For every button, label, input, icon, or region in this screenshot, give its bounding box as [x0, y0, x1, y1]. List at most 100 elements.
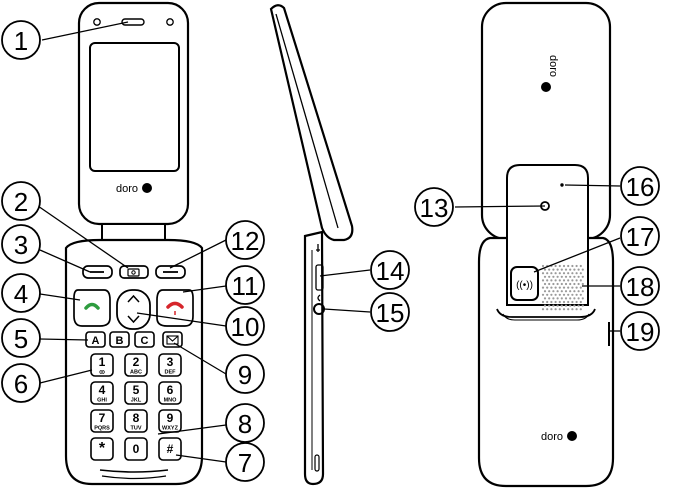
grille-hole	[576, 272, 578, 274]
callout-11: 11	[226, 266, 264, 304]
callout-17: 17	[621, 217, 659, 255]
grille-hole	[563, 279, 565, 281]
grille-hole	[567, 279, 569, 281]
grille-hole	[559, 272, 561, 274]
grille-hole	[550, 294, 552, 296]
grille-hole	[573, 305, 575, 307]
grille-hole	[542, 279, 544, 281]
grille-hole	[571, 279, 573, 281]
letter-keys: ABC	[86, 332, 154, 347]
grille-hole	[563, 308, 565, 310]
grille-hole	[552, 305, 554, 307]
grille-hole	[559, 294, 561, 296]
grille-hole	[582, 305, 584, 307]
grille-hole	[571, 287, 573, 289]
grille-hole	[550, 279, 552, 281]
callout-15: 15	[371, 293, 409, 331]
grille-hole	[546, 272, 548, 274]
keypad-letters: DEF	[165, 370, 177, 376]
grille-hole	[573, 283, 575, 285]
grille-hole	[555, 294, 557, 296]
grille-hole	[542, 294, 544, 296]
grille-hole	[582, 269, 584, 271]
grille-hole	[580, 279, 582, 281]
grille-hole	[580, 265, 582, 267]
callout-7: 7	[226, 443, 264, 481]
side-base	[305, 232, 323, 484]
grille-hole	[571, 301, 573, 303]
grille-hole	[580, 287, 582, 289]
grille-hole	[548, 297, 550, 299]
callout-number: 14	[376, 256, 405, 286]
front-view: doro ABC 1ꝏ2ABC3DEF4GHI5JKL6MNO7PQRS	[66, 3, 202, 484]
callout-10: 10	[226, 307, 264, 345]
callout-number: 3	[14, 230, 28, 260]
grille-hole	[559, 265, 561, 267]
grille-hole	[557, 283, 559, 285]
grille-hole	[576, 265, 578, 267]
callout-4: 4	[2, 274, 40, 312]
grille-hole	[559, 308, 561, 310]
grille-hole	[576, 294, 578, 296]
callout-number: 16	[626, 172, 655, 202]
keypad-digit: 4	[99, 383, 106, 397]
grille-hole	[578, 290, 580, 292]
grille-hole	[557, 305, 559, 307]
grille-hole	[573, 290, 575, 292]
grille-hole	[559, 287, 561, 289]
grille-hole	[548, 290, 550, 292]
grille-hole	[567, 308, 569, 310]
keypad-digit: 7	[99, 411, 106, 425]
side-view	[271, 5, 352, 484]
grille-hole	[563, 287, 565, 289]
grille-hole	[559, 301, 561, 303]
keypad-digit: 3	[167, 355, 174, 369]
grille-hole	[561, 283, 563, 285]
grille-hole	[546, 279, 548, 281]
grille-hole	[544, 283, 546, 285]
grille-hole	[552, 283, 554, 285]
callout-number: 7	[238, 448, 252, 478]
keypad-digit: 9	[167, 411, 174, 425]
grille-hole	[565, 297, 567, 299]
grille-hole	[573, 269, 575, 271]
grille-hole	[580, 272, 582, 274]
keypad-digit: 5	[133, 383, 140, 397]
grille-hole	[565, 290, 567, 292]
side-lid-edge	[276, 14, 338, 228]
callout-number: 17	[626, 222, 655, 252]
grille-hole	[567, 287, 569, 289]
grille-hole	[548, 269, 550, 271]
back-view: doro ((•)) doro	[479, 3, 613, 486]
back-brand-label-bottom: doro	[541, 431, 563, 443]
grille-hole	[546, 308, 548, 310]
keypad-letters: WXYZ	[162, 426, 179, 432]
grille-hole	[576, 287, 578, 289]
grille-hole	[546, 301, 548, 303]
callout-12: 12	[226, 221, 264, 259]
flash-light	[561, 184, 563, 186]
grille-hole	[544, 297, 546, 299]
callout-number: 2	[14, 187, 28, 217]
lid-brand-label: doro	[116, 183, 138, 195]
callout-18: 18	[621, 267, 659, 305]
grille-hole	[555, 272, 557, 274]
callout-2: 2	[2, 182, 40, 220]
grille-hole	[542, 308, 544, 310]
grille-hole	[569, 269, 571, 271]
grille-hole	[542, 301, 544, 303]
keypad-digit: *	[99, 440, 106, 457]
keypad-letters: GHI	[97, 398, 107, 404]
keypad-letters: ABC	[130, 370, 142, 376]
grille-hole	[548, 283, 550, 285]
keypad-digit: #	[167, 442, 174, 456]
grille-hole	[573, 276, 575, 278]
grille-hole	[578, 305, 580, 307]
grille-hole	[550, 272, 552, 274]
grille-hole	[567, 272, 569, 274]
keypad-digit: 2	[133, 355, 140, 369]
doro-logo-icon	[142, 183, 152, 193]
grille-hole	[578, 276, 580, 278]
grille-hole	[557, 269, 559, 271]
